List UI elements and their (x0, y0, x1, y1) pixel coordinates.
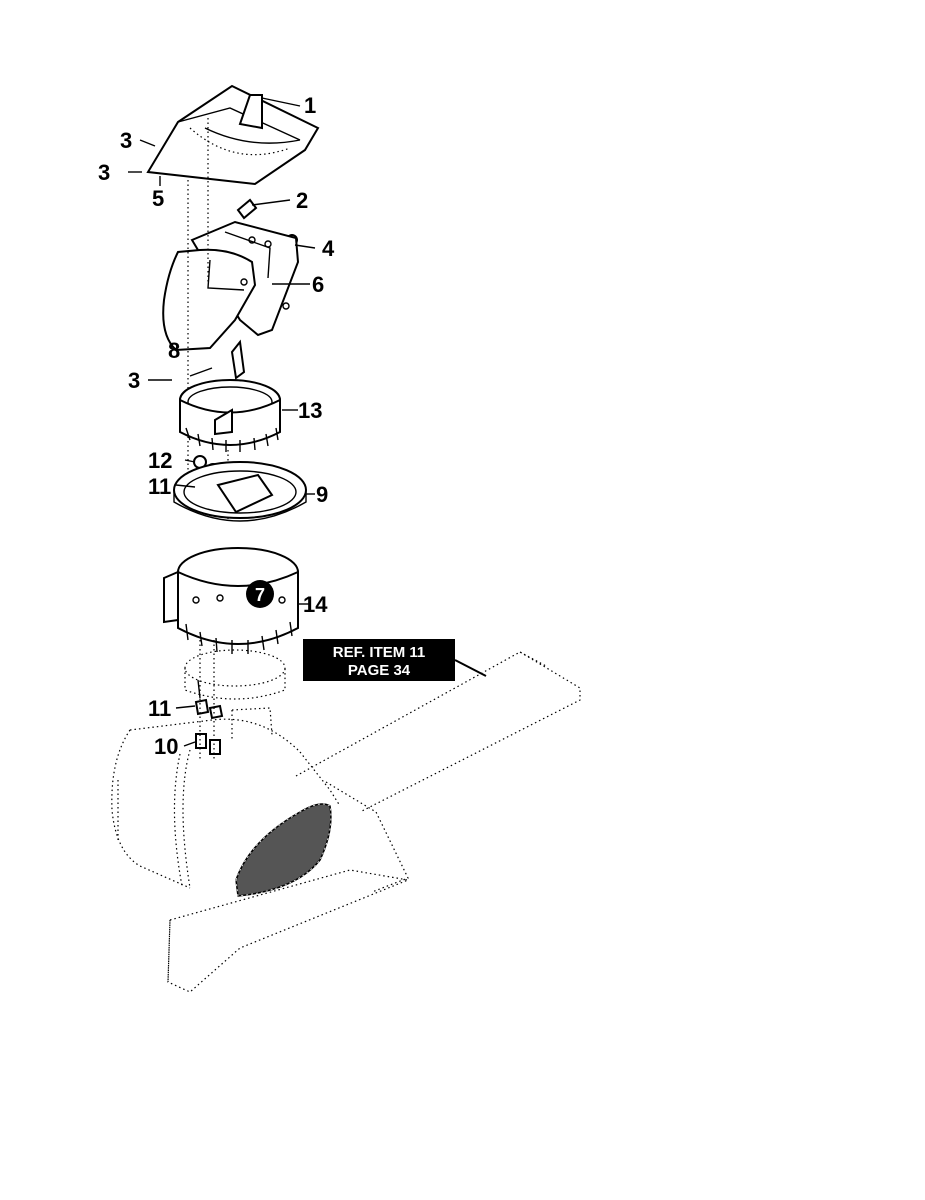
callout-9: 9 (316, 482, 328, 507)
reference-line-2: PAGE 34 (348, 662, 411, 679)
callout-14: 14 (303, 592, 328, 617)
callout-13: 13 (298, 398, 322, 423)
part-10-bolt (195, 733, 221, 755)
callout-10: 10 (154, 734, 178, 759)
callout-3-bottom: 3 (128, 368, 140, 393)
part-11-lower-bolt (194, 698, 224, 720)
leader-lines (128, 97, 316, 747)
blower-housing (111, 651, 581, 993)
callout-6: 6 (312, 272, 324, 297)
reference-line-1: REF. ITEM 11 (333, 644, 426, 661)
part-2-bolt (236, 198, 258, 220)
part-9-base-ring (173, 461, 307, 522)
callout-3-middle: 3 (98, 160, 110, 185)
callout-11-upper: 11 (148, 474, 171, 499)
part-14-lower-ring (163, 547, 299, 654)
callout-3-top: 3 (120, 128, 132, 153)
callout-1: 1 (304, 93, 316, 118)
callout-2: 2 (296, 188, 308, 213)
callout-12: 12 (148, 448, 172, 473)
callout-5: 5 (152, 186, 164, 211)
part-7-marker: 7 (246, 580, 274, 608)
lower-gear-ring (184, 649, 286, 700)
callout-4: 4 (322, 236, 335, 261)
callout-8: 8 (168, 338, 180, 363)
callout-11-lower: 11 (148, 696, 171, 721)
reference-box: REF. ITEM 11 PAGE 34 (303, 639, 487, 681)
part-8-pivot-pin (189, 339, 246, 380)
callout-7: 7 (255, 585, 265, 605)
part-6-chute-plate (162, 220, 300, 352)
part-1-deflector-cap (146, 84, 320, 186)
part-13-upper-ring (179, 379, 281, 452)
